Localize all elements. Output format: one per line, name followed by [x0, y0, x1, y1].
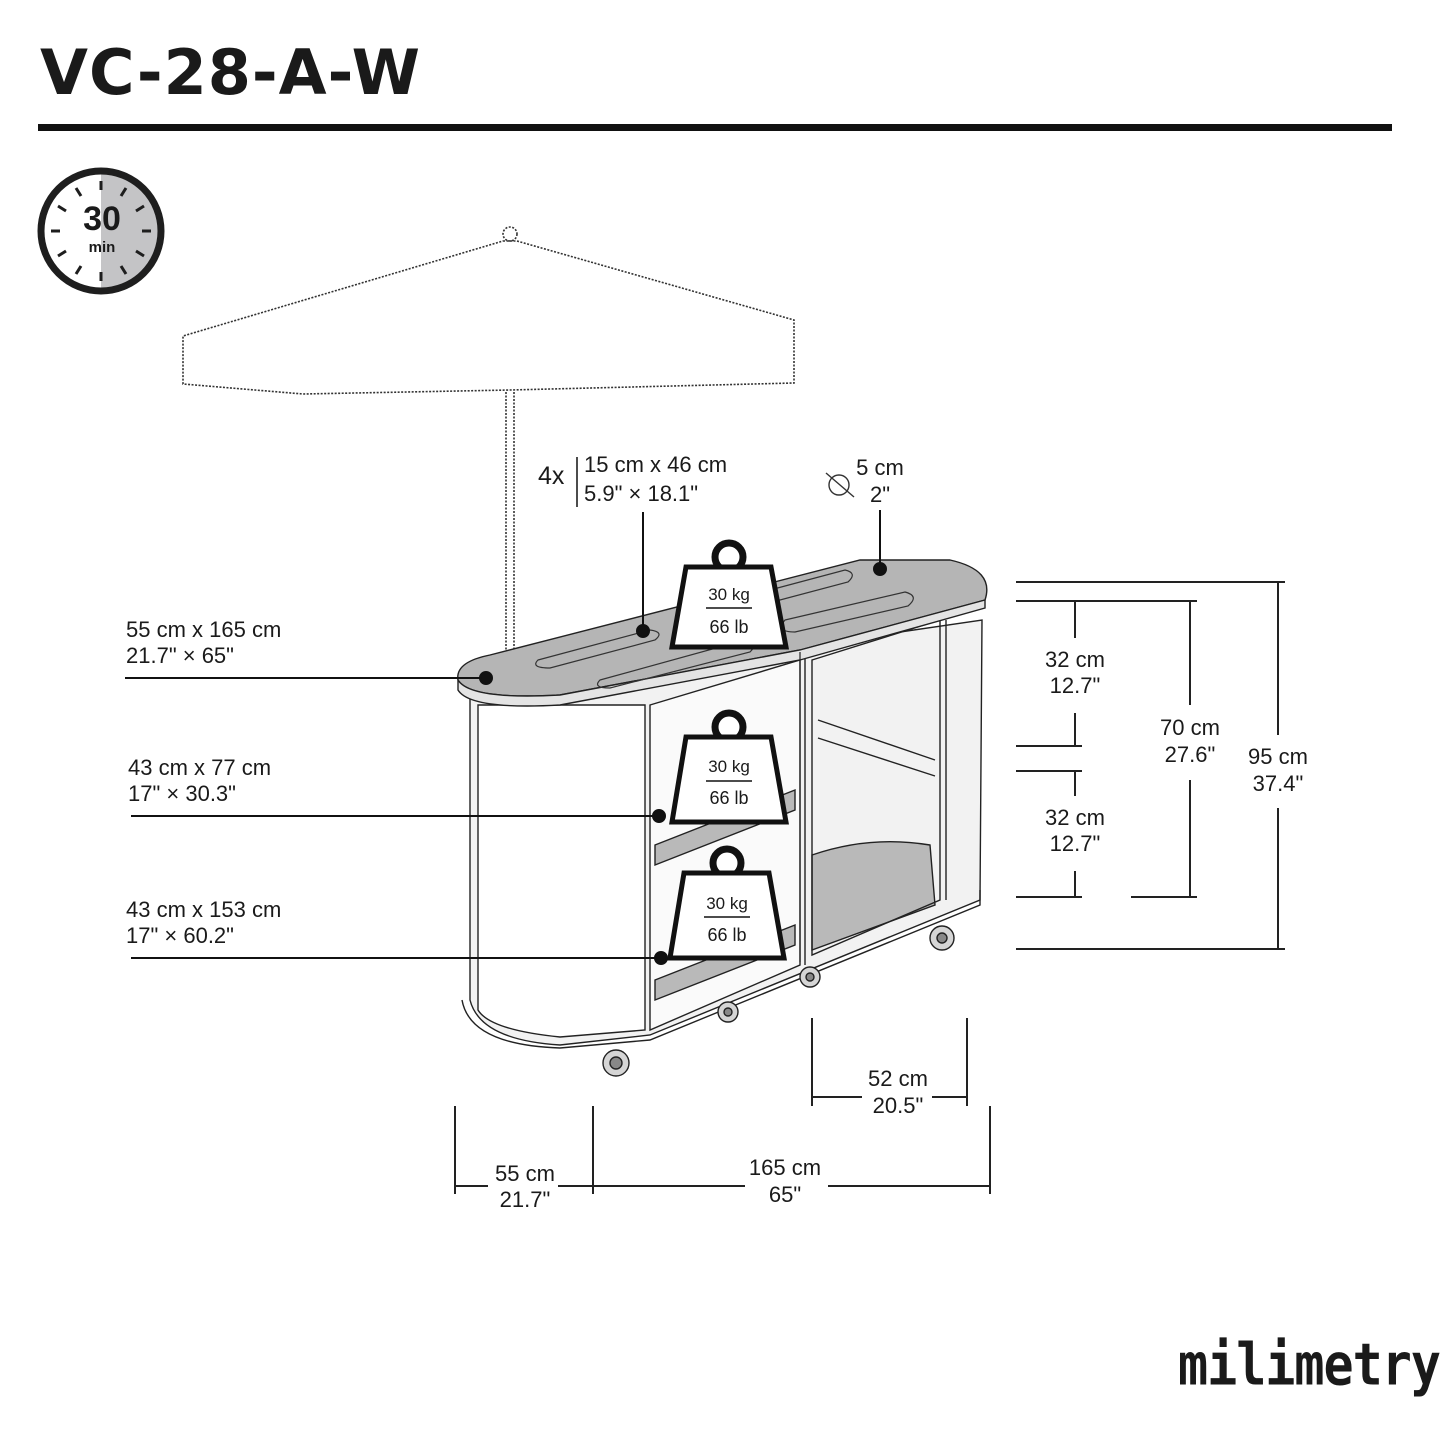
weight-badge-bottom-kg: 30 kg [706, 894, 748, 913]
hole-metric: 5 cm [856, 455, 904, 480]
weight-badge-bottom-lb: 66 lb [707, 925, 747, 945]
brand-logo: milimetry [1178, 1331, 1441, 1399]
weight-badge-top [669, 539, 790, 650]
total-height-metric: 95 cm [1248, 744, 1308, 769]
upper-clearance-metric: 32 cm [1045, 647, 1105, 672]
lower-clearance-imperial: 12.7" [1049, 831, 1101, 856]
hole-imperial: 2" [869, 482, 891, 507]
section-width-imperial: 20.5" [872, 1093, 924, 1118]
weight-badge-middle [669, 709, 789, 825]
total-height-imperial: 37.4" [1252, 771, 1304, 796]
product-code-title: VC-28-A-W [40, 36, 421, 109]
stopwatch-icon [37, 167, 165, 295]
inner-height-metric: 70 cm [1160, 715, 1220, 740]
upper-clearance-imperial: 12.7" [1049, 673, 1101, 698]
top-surface-imperial: 21.7" × 65" [126, 643, 234, 668]
length-imperial: 65" [768, 1182, 802, 1207]
weight-badge-top-lb: 66 lb [709, 617, 749, 637]
middle-shelf-metric: 43 cm x 77 cm [128, 755, 272, 780]
umbrella-outline [182, 226, 795, 675]
diameter-icon [825, 472, 855, 498]
section-width-metric: 52 cm [868, 1066, 928, 1091]
weight-badge-middle-lb: 66 lb [709, 788, 749, 808]
weight-badge-middle-kg: 30 kg [708, 757, 750, 776]
timer-unit: min [88, 239, 116, 256]
depth-imperial: 21.7" [499, 1187, 551, 1212]
lower-clearance-metric: 32 cm [1045, 805, 1105, 830]
timer-value: 30 [83, 200, 121, 238]
weight-badge-bottom [667, 845, 787, 961]
depth-metric: 55 cm [495, 1161, 555, 1186]
weight-badge-top-kg: 30 kg [708, 585, 750, 604]
inserts-metric: 15 cm x 46 cm [584, 452, 728, 477]
bottom-shelf-metric: 43 cm x 153 cm [126, 897, 282, 922]
inner-height-imperial: 27.6" [1164, 742, 1216, 767]
top-surface-metric: 55 cm x 165 cm [126, 617, 282, 642]
title-divider [38, 124, 1392, 131]
inserts-count: 4x [538, 462, 565, 490]
bottom-shelf-imperial: 17" × 60.2" [126, 923, 234, 948]
middle-shelf-imperial: 17" × 30.3" [128, 781, 236, 806]
inserts-imperial: 5.9" × 18.1" [584, 481, 699, 506]
length-metric: 165 cm [748, 1155, 822, 1180]
